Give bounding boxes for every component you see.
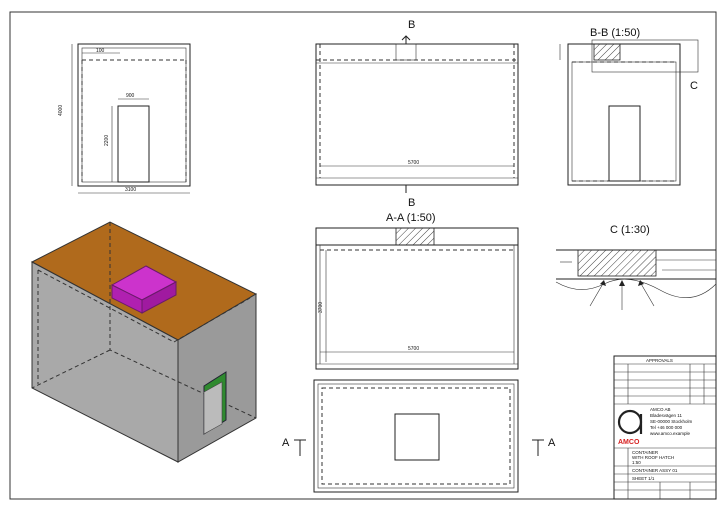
dim-aa-height: 3700 — [318, 302, 324, 313]
front-view: 100 4000 900 2200 3100 — [58, 43, 191, 194]
detail-c-hatch — [577, 249, 657, 277]
company-name: AMCO — [618, 439, 640, 446]
drawing-number: CONTAINER ASSY 01 — [632, 468, 678, 473]
front-outer-wall — [77, 43, 191, 187]
company-line-3: SE-00000 Stockholm — [650, 419, 693, 424]
section-aa-title: A-A (1:50) — [386, 212, 436, 224]
dim-wall-thickness: 100 — [96, 48, 105, 54]
detail-c: C (1:30) — [555, 224, 717, 310]
title-block-header: APPROVALS — [646, 358, 673, 363]
drawing-title-line-1: CONTAINER — [632, 450, 659, 455]
dim-top-length: 5700 — [408, 160, 419, 166]
section-bb-door — [608, 105, 641, 182]
dim-overall-height: 4000 — [58, 105, 64, 116]
isometric-view — [30, 221, 258, 463]
drawing-title-line-3: 1:50 — [632, 460, 641, 465]
section-bb-detail-frame — [591, 39, 699, 73]
dim-overall-width: 3100 — [125, 187, 136, 193]
callout-c: C — [690, 80, 698, 92]
section-bb-hatch-cut — [593, 43, 621, 61]
company-line-4: Tel +46 000 000 — [650, 425, 683, 430]
section-marker-b-bottom: B — [408, 197, 415, 209]
section-aa: A-A (1:50) 3700 5700 — [315, 212, 519, 370]
front-door-outline — [117, 105, 150, 183]
section-marker-a-right: A — [548, 437, 556, 449]
section-bb: B-B (1:50) C — [559, 27, 699, 186]
plan-hatch-opening — [394, 413, 440, 461]
company-line-2: Bladesvägen 11 — [650, 413, 682, 418]
drawing-title-line-2: WITH ROOF HATCH — [632, 455, 674, 460]
section-marker-a-left: A — [282, 437, 290, 449]
title-block-frame — [613, 355, 717, 500]
company-line-5: www.amco.example — [650, 431, 691, 436]
company-line-1: AMCO AB — [650, 407, 671, 412]
sheet-number: SHEET 1/1 — [632, 476, 655, 481]
dim-aa-length: 5700 — [408, 346, 419, 352]
plan-outer — [313, 379, 519, 493]
top-outer — [315, 43, 519, 186]
dim-door-width: 900 — [126, 93, 135, 99]
section-bb-title: B-B (1:50) — [590, 27, 640, 39]
top-view: 5700 B B — [315, 19, 519, 209]
detail-c-title: C (1:30) — [610, 224, 650, 236]
section-marker-b-top: B — [408, 19, 415, 31]
section-bb-outer — [567, 43, 681, 186]
plan-view: A A — [282, 379, 556, 493]
title-block: APPROVALS AMCO AMCO AB Bladesvägen 11 SE… — [613, 355, 717, 500]
dim-door-height: 2200 — [104, 135, 110, 146]
section-aa-hatch-cut — [395, 227, 435, 246]
